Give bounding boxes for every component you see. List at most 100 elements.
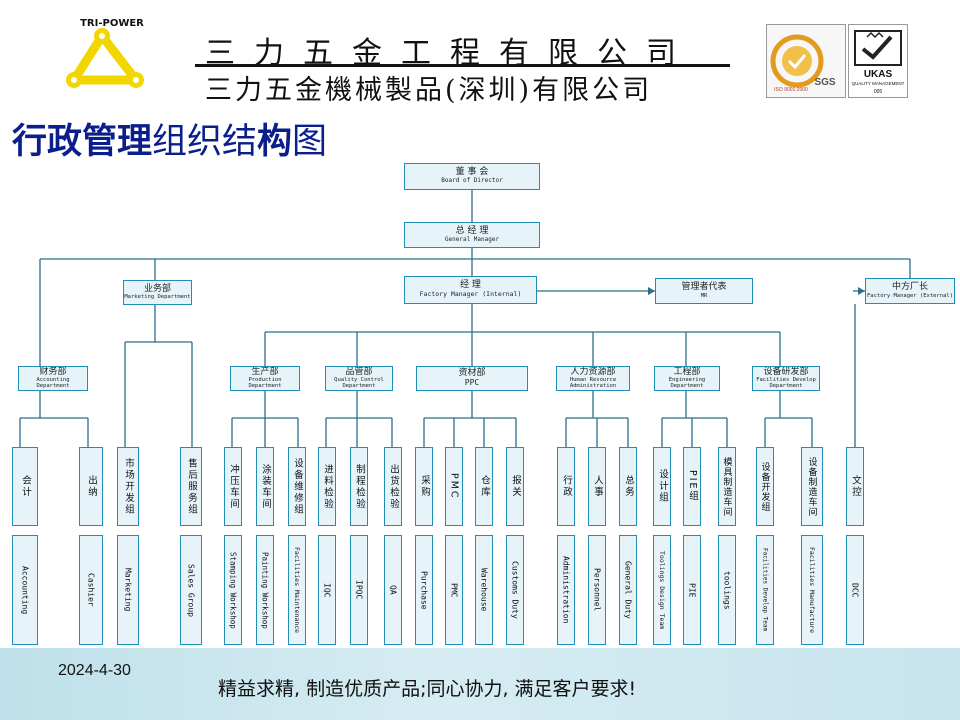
unit-en-box: Facilities Manufacture: [801, 535, 823, 645]
unit-cn-label: PIE组: [687, 470, 698, 503]
unit-cn-label: 设备维修组: [292, 457, 303, 516]
gm-en: General Manager: [444, 235, 500, 243]
unit-en-box: General Duty: [619, 535, 637, 645]
unit-cn-box: 冲压车间: [224, 447, 242, 526]
unit-cn-label: 模具制造车间: [721, 456, 732, 517]
biz-cn: 业务部: [143, 283, 171, 294]
unit-cn-label: 出货检验: [388, 463, 399, 510]
unit-en-box: Painting Workshop: [256, 535, 274, 645]
unit-en-label: Facilities Manufacture: [808, 546, 816, 634]
unit-en-label: Sales Group: [186, 563, 196, 617]
unit-en-label: Facilities Develop Team: [761, 548, 769, 632]
unit-en-box: Marketing: [117, 535, 139, 645]
dept-en: PPC: [464, 378, 480, 388]
unit-cn-label: 出纳: [86, 475, 97, 498]
unit-cn-box: 市场开发组: [117, 447, 139, 526]
dept-ppc-box: 资材部 PPC: [416, 366, 528, 391]
unit-cn-box: 人事: [588, 447, 606, 526]
board-of-directors-box: 董 事 会 Board of Director: [404, 163, 540, 190]
logo-text: TRI-POWER: [80, 18, 144, 29]
unit-en-label: Purchase: [419, 570, 429, 610]
unit-en-box: Stamping Workshop: [224, 535, 242, 645]
board-en: Board of Director: [441, 177, 503, 185]
unit-cn-box: 设备制造车间: [801, 447, 823, 526]
factory-mgr-cn: 经 理: [460, 280, 481, 291]
unit-cn-label: 仓库: [479, 475, 490, 498]
footer-band: [0, 648, 960, 720]
unit-en-box: Customs Duty: [506, 535, 524, 645]
unit-cn-box: PMC: [445, 447, 463, 526]
unit-cn-label: 进料检验: [322, 463, 333, 510]
management-rep-box: 管理者代表 MR: [655, 278, 753, 304]
mgmt-rep-en: MR: [700, 292, 708, 299]
unit-en-label: IQC: [322, 582, 332, 598]
sgs-label: SGS: [814, 77, 835, 88]
unit-cn-label: 制程检验: [354, 463, 365, 510]
dept-accounting-box: 财务部 Accounting Department: [18, 366, 88, 391]
dept-qc-box: 品管部 Quality Control Department: [325, 366, 393, 391]
unit-cn-box: PIE组: [683, 447, 701, 526]
dept-hr-box: 人力资源部 Human Resource Administration: [556, 366, 630, 391]
dept-en: Production Department: [248, 377, 282, 390]
general-manager-box: 总 经 理 General Manager: [404, 222, 540, 248]
unit-en-box: IPQC: [350, 535, 368, 645]
unit-cn-box: 设备开发组: [756, 447, 774, 526]
unit-cn-label: 市场开发组: [123, 457, 134, 516]
dept-en: Quality Control Department: [334, 377, 384, 390]
dept-cn: 品管部: [345, 366, 373, 377]
gm-cn: 总 经 理: [455, 225, 489, 236]
unit-en-label: Cashier: [86, 573, 96, 607]
title-normal-part-2: 图: [292, 122, 328, 162]
unit-cn-label: 总务: [623, 475, 634, 498]
unit-en-box: Sales Group: [180, 535, 202, 645]
dept-engineering-box: 工程部 Engineering Department: [654, 366, 720, 391]
unit-en-label: Warehouse: [479, 568, 489, 612]
dept-cn: 财务部: [39, 366, 67, 377]
unit-cn-label: 设备制造车间: [806, 456, 817, 517]
unit-en-label: Painting Workshop: [260, 551, 270, 629]
dept-en: Facilities Develop Department: [756, 377, 816, 390]
title-normal-part: 组织结: [152, 122, 258, 162]
unit-cn-box: 制程检验: [350, 447, 368, 526]
unit-en-label: Facilities Maintenance: [293, 546, 301, 634]
china-factory-manager-box: 中方厂长 Factory Manager (External): [865, 278, 955, 304]
unit-cn-box: 进料检验: [318, 447, 336, 526]
unit-en-box: IQC: [318, 535, 336, 645]
unit-en-box: Personnel: [588, 535, 606, 645]
unit-en-label: QA: [388, 585, 398, 595]
unit-cn-label: 会计: [20, 475, 31, 498]
unit-cn-label: 采购: [419, 475, 430, 498]
unit-en-box: Purchase: [415, 535, 433, 645]
tri-power-logo: TRI-POWER: [66, 18, 144, 88]
unit-cn-box: 设计组: [653, 447, 671, 526]
dept-production-box: 生产部 Production Department: [230, 366, 300, 391]
ukas-sub-label: QUALITY MANAGEMENT: [852, 81, 905, 86]
unit-en-box: Warehouse: [475, 535, 493, 645]
unit-cn-label: 设计组: [657, 469, 668, 504]
unit-en-box: Toolings Design Team: [653, 535, 671, 645]
unit-cn-box: 涂装车间: [256, 447, 274, 526]
sgs-cert-badge: SGS ISO 9001:2000: [766, 24, 846, 98]
factory-manager-box: 经 理 Factory Manager (Internal): [404, 276, 537, 304]
unit-cn-box: 采购: [415, 447, 433, 526]
dept-en: Engineering Department: [668, 377, 706, 390]
unit-en-box: Accounting: [12, 535, 38, 645]
unit-en-label: Toolings Design Team: [658, 550, 666, 630]
unit-cn-box: 会计: [12, 447, 38, 526]
cn-mgr-cn: 中方厂长: [891, 282, 928, 293]
dept-en: Accounting Department: [36, 377, 70, 390]
page-title: 行政管理组织结构图: [12, 113, 327, 164]
unit-en-label: IPQC: [354, 580, 364, 600]
dept-cn: 工程部: [673, 366, 701, 377]
unit-en-box: Administration: [557, 535, 575, 645]
unit-cn-box: 出货检验: [384, 447, 402, 526]
marketing-dept-box: 业务部 Marketing Department: [123, 280, 192, 305]
unit-cn-label: 行政: [561, 475, 572, 498]
unit-cn-box: 仓库: [475, 447, 493, 526]
footer-slogan: 精益求精, 制造优质产品;同心协力, 满足客户要求!: [218, 678, 637, 700]
unit-en-label: DCC: [850, 582, 860, 598]
unit-en-label: Customs Duty: [510, 561, 520, 619]
unit-cn-box: 设备维修组: [288, 447, 306, 526]
unit-en-box: Cashier: [79, 535, 103, 645]
